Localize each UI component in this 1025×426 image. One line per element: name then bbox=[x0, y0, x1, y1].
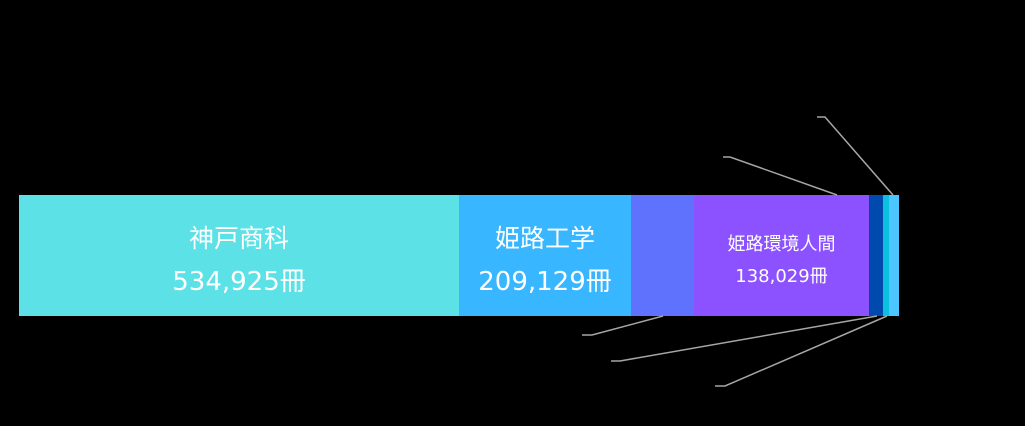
segment-himeji-kogaku: 姫路工学 209,129冊 bbox=[459, 195, 631, 316]
segment-name-label: 姫路環境人間 bbox=[727, 234, 836, 255]
leader-line bbox=[715, 315, 888, 387]
segment-value-label: 534,925冊 bbox=[172, 267, 306, 297]
leader-line bbox=[611, 315, 878, 362]
segment-7 bbox=[889, 195, 899, 316]
segment-name-label: 姫路工学 bbox=[494, 224, 595, 253]
segment-value-label: 209,129冊 bbox=[478, 267, 612, 297]
segment-himeji-kankyo-ningen: 姫路環境人間 138,029冊 bbox=[694, 195, 869, 316]
segment-kobe-shoka: 神戸商科 534,925冊 bbox=[19, 195, 459, 316]
leader-line bbox=[723, 156, 838, 196]
segment-5 bbox=[869, 195, 883, 316]
leader-line bbox=[817, 116, 894, 196]
segment-name-label: 神戸商科 bbox=[188, 224, 289, 253]
segment-3 bbox=[631, 195, 694, 316]
segment-value-label: 138,029冊 bbox=[735, 266, 828, 287]
leader-line bbox=[582, 315, 664, 336]
segment-6 bbox=[883, 195, 889, 316]
